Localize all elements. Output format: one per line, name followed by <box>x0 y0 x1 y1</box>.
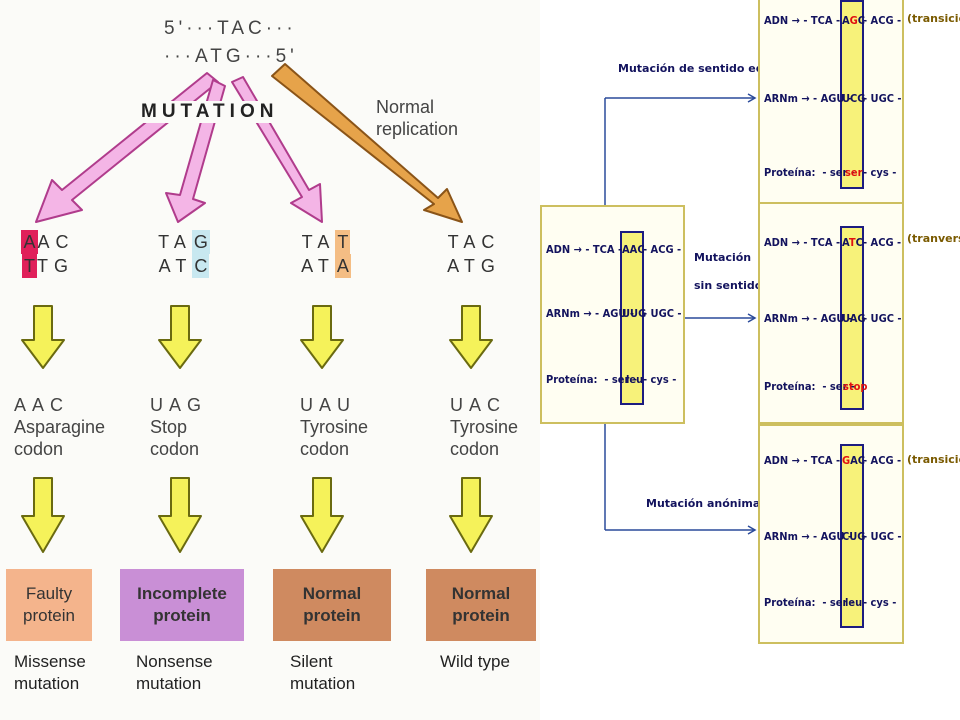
codon-dna-4: TAC ATG <box>447 232 501 276</box>
nonsense-adn-left: ADN → - TCA - <box>764 236 841 249</box>
yellow-arrow-3a <box>300 305 344 369</box>
silent-box: ADN → - TCA - GAC - ACG - ARNm → - AGU -… <box>758 424 904 644</box>
original-sequence-box: ADN → - TCA - AAC - ACG - ARNm → - AGU -… <box>540 205 685 424</box>
missense-box: ADN → - TCA - AGC - ACG - ARNm → - AGU -… <box>758 0 904 204</box>
original-adn-codon: AAC <box>622 243 645 256</box>
missense-arnm-right: - UGC - <box>863 92 902 105</box>
silent-arnm-codon: CUG <box>842 530 866 543</box>
transition-tag-2: (transición) <box>907 453 960 466</box>
missense-codon-column <box>840 0 864 189</box>
silent-arnm-right: - UGC - <box>863 530 902 543</box>
yellow-arrow-4b <box>449 477 493 553</box>
yellow-arrow-4a <box>449 305 493 369</box>
dna-bottom-strand: ···ATG···5' <box>164 46 298 67</box>
original-adn-left: ADN → - TCA - <box>546 243 623 256</box>
transition-tag-1: (transición) <box>907 12 960 25</box>
transversion-tag: (tranversión) <box>907 232 960 245</box>
normal-replication-label: Normal replication <box>376 97 459 139</box>
missense-adn-right: - ACG - <box>863 14 902 27</box>
yellow-arrow-2a <box>158 305 202 369</box>
original-protein-left: Proteína: - ser - <box>546 373 637 386</box>
mrna-codon-2: UAG Stop codon <box>150 395 208 459</box>
nonsense-arnm-right: - UGC - <box>863 312 902 325</box>
original-protein-right: - cys - <box>643 373 677 386</box>
missense-protein-aa: ser <box>845 166 863 179</box>
mrna-codon-1: AAC Asparagine codon <box>14 395 106 459</box>
mrna-codon-3: UAU Tyrosine codon <box>300 395 369 459</box>
original-codon-column <box>620 231 644 405</box>
original-arnm-codon: UUG <box>622 307 647 320</box>
missense-adn-left: ADN → - TCA - <box>764 14 841 27</box>
original-protein-aa: leu <box>626 373 644 386</box>
mutation-label: MUTATION <box>135 101 285 123</box>
silent-protein-right: - cys - <box>863 596 897 609</box>
missense-protein-left: Proteína: - ser - <box>764 166 855 179</box>
yellow-arrow-1b <box>21 477 65 553</box>
nonsense-arnm-left: ARNm → - AGU - <box>764 312 852 325</box>
nonsense-protein-left: Proteína: - ser - <box>764 380 855 393</box>
mutation-type-4: Wild type <box>440 652 510 671</box>
silent-arnm-left: ARNm → - AGU - <box>764 530 852 543</box>
silent-adn-codon: GAC <box>842 454 866 467</box>
nonsense-protein-aa: stop <box>843 380 868 393</box>
original-arnm-right: - UGC - <box>643 307 682 320</box>
missense-protein-right: - cys - <box>863 166 897 179</box>
nonsense-adn-right: - ACG - <box>863 236 902 249</box>
nonsense-codon-column <box>840 226 864 410</box>
mrna-codon-4: UAC Tyrosine codon <box>450 395 519 459</box>
silent-adn-right: - ACG - <box>863 454 902 467</box>
silent-label: Mutación anónima <box>646 497 761 510</box>
connector-lines <box>604 93 757 535</box>
original-arnm-left: ARNm → - AGU - <box>546 307 634 320</box>
missense-arnm-left: ARNm → - AGU - <box>764 92 852 105</box>
mutation-types-figure: 5'···TAC··· ···ATG···5' MUTATION Normal … <box>6 18 536 693</box>
yellow-arrow-1a <box>21 305 65 369</box>
yellow-arrow-3b <box>300 477 344 553</box>
orange-arrow <box>271 63 463 223</box>
dna-top-strand: 5'···TAC··· <box>164 18 297 39</box>
silent-protein-aa: leu <box>845 596 863 609</box>
yellow-arrow-2b <box>158 477 202 553</box>
missense-arnm-codon: UCG <box>842 92 866 105</box>
nonsense-adn-codon: ATC <box>842 236 863 249</box>
nonsense-box: ADN → - TCA - ATC - ACG - ARNm → - AGU -… <box>758 202 904 424</box>
silent-protein-left: Proteína: - ser - <box>764 596 855 609</box>
arrows-layer <box>21 63 493 553</box>
silent-adn-left: ADN → - TCA - <box>764 454 841 467</box>
silent-codon-column <box>840 444 864 628</box>
missense-adn-codon: AGC <box>842 14 866 27</box>
nonsense-arnm-codon: UAG <box>842 312 866 325</box>
original-adn-right: - ACG - <box>643 243 682 256</box>
